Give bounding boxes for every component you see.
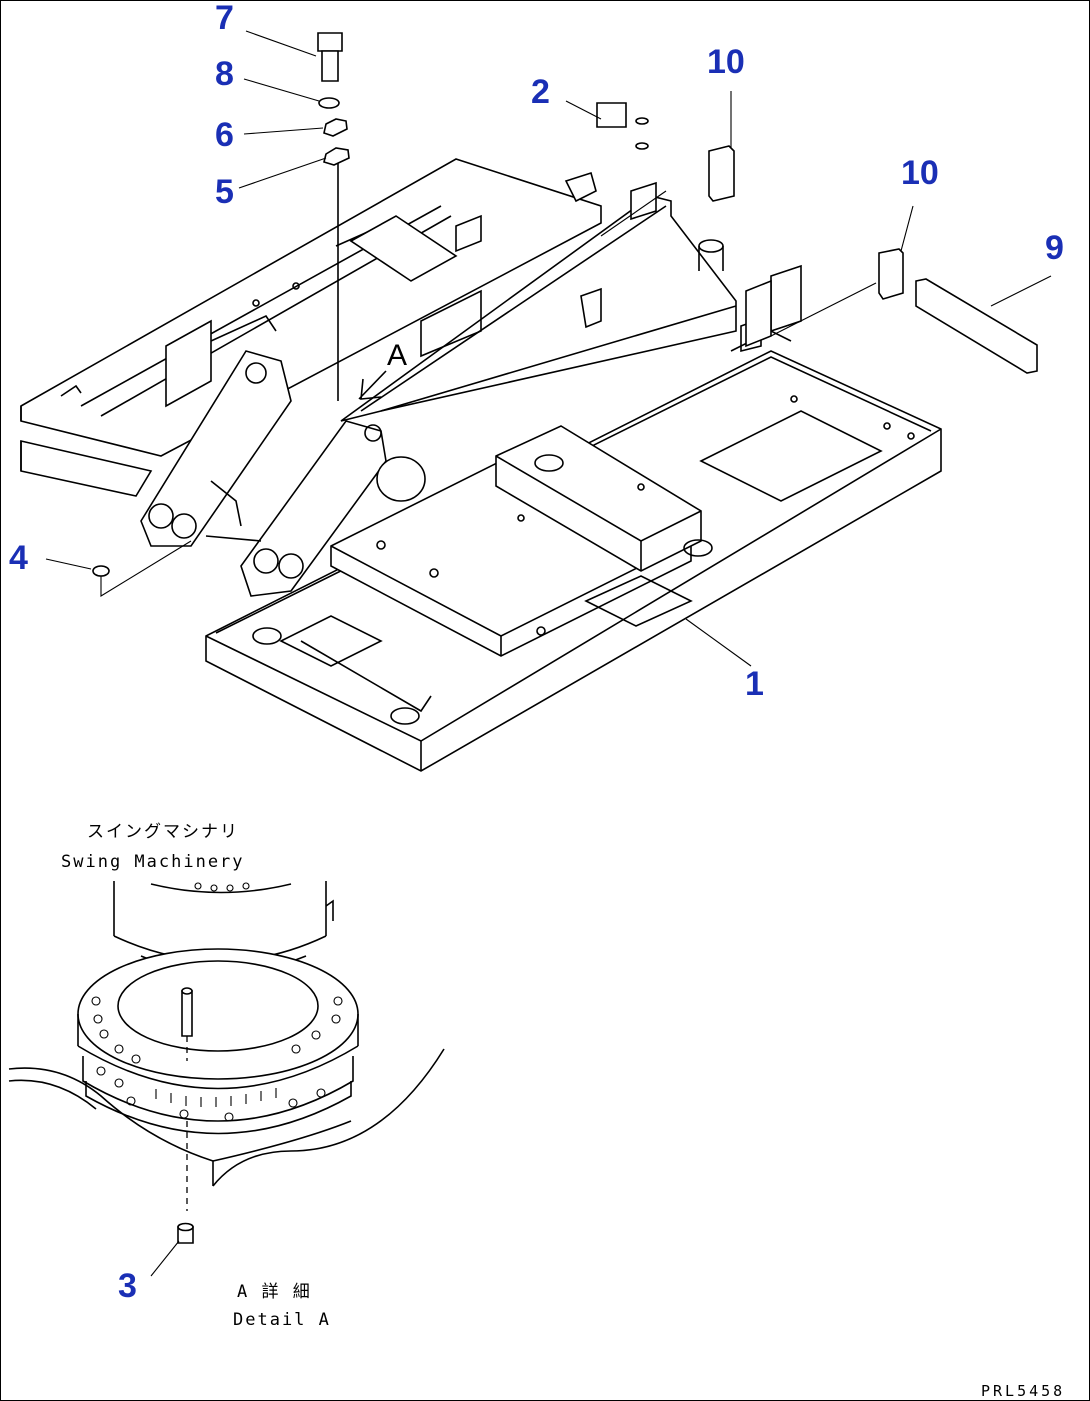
part-10-block-upper [708,145,735,202]
part-8-washer [318,97,340,109]
part-2-plate [596,102,649,150]
part-4-plug [92,565,110,577]
callout-3: 3 [118,1267,137,1305]
swing-machinery-label-en: Swing Machinery [61,852,245,872]
swing-machinery-label-jp: スイングマシナリ [87,822,239,842]
detail-a-swing-machinery [8,881,445,1277]
callout-8: 8 [215,55,234,93]
callout-10-right: 10 [901,154,939,192]
part-9-strip [915,278,1038,374]
callout-1: 1 [745,665,764,703]
part-5-plate [323,147,350,166]
leader-lines [45,30,1052,667]
callout-7: 7 [215,1,234,37]
callout-9: 9 [1045,229,1064,267]
detail-a-label-en: Detail A [233,1310,331,1330]
callout-4: 4 [9,539,28,577]
callout-10-upper: 10 [707,43,745,81]
drawing-reference: PRL5458 [981,1382,1065,1400]
part-10-block-right [878,248,904,300]
revolving-frame [20,158,942,772]
view-a-marker: A [387,339,407,372]
callout-2: 2 [531,73,550,111]
callout-5: 5 [215,173,234,211]
part-6-plate [323,118,348,137]
detail-a-label-jp: A 詳 細 [237,1282,312,1302]
callout-6: 6 [215,116,234,154]
part-7-bolt [317,32,343,82]
